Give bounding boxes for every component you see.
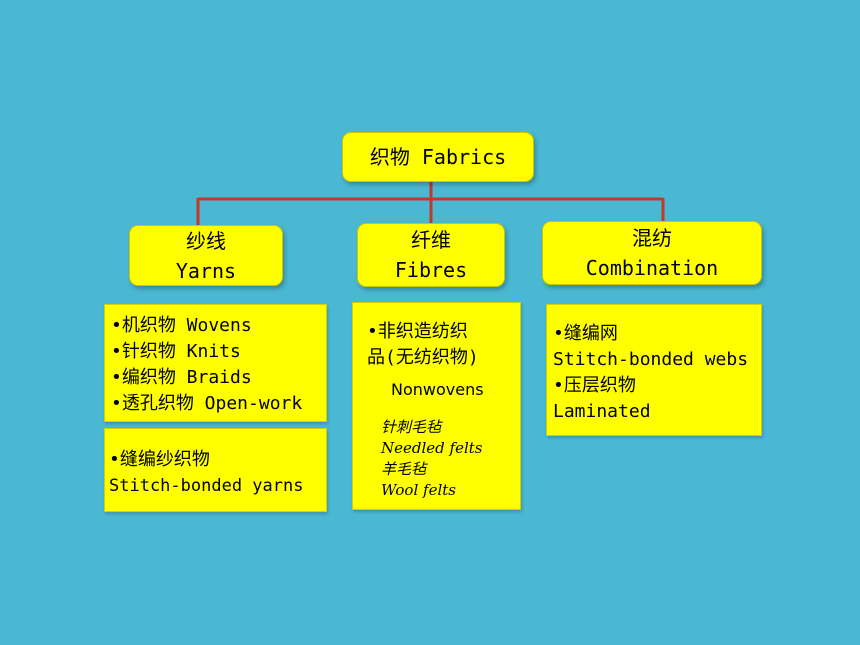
category-combination: 混纺 Combination xyxy=(542,221,762,285)
category-fibres-zh: 纤维 xyxy=(411,228,451,252)
yarns-stitch-subtitle: Stitch-bonded yarns xyxy=(109,476,304,496)
root-label: 织物 Fabrics xyxy=(369,145,507,169)
yarns-list-box: •机织物 Wovens •针织物 Knits •编织物 Braids •透孔织物… xyxy=(104,304,327,422)
combination-box: •缝编网 Stitch-bonded webs •压层织物 Laminated xyxy=(546,304,762,436)
fibres-nonwovens: Nonwovens xyxy=(391,380,484,399)
category-combination-en: Combination xyxy=(585,256,719,280)
fibres-item-needled-zh: 针刺毛毡 xyxy=(381,418,442,436)
yarns-stitch-box: •缝编纱织物 Stitch-bonded yarns xyxy=(104,428,327,512)
fibres-item-wool-en: Wool felts xyxy=(381,481,456,499)
fibres-box: •非织造纺织 品(无纺织物) Nonwovens 针刺毛毡 Needled fe… xyxy=(352,302,521,510)
category-combination-zh: 混纺 xyxy=(632,226,672,250)
root-node: 织物 Fabrics xyxy=(342,132,534,182)
fibres-title-line1: •非织造纺织 xyxy=(367,321,468,342)
yarns-item-braids: •编织物 Braids xyxy=(111,367,252,388)
category-fibres: 纤维 Fibres xyxy=(357,223,505,287)
category-yarns-zh: 纱线 xyxy=(186,228,226,253)
yarns-item-openwork: •透孔织物 Open-work xyxy=(111,393,303,414)
yarns-stitch-title: •缝编纱织物 xyxy=(109,449,210,470)
fibres-item-needled-en: Needled felts xyxy=(381,439,483,457)
category-yarns: 纱线 Yarns xyxy=(129,225,283,286)
yarns-item-knits: •针织物 Knits xyxy=(111,341,241,362)
category-fibres-en: Fibres xyxy=(394,258,468,282)
category-yarns-en: Yarns xyxy=(175,258,237,283)
fibres-item-wool-zh: 羊毛毡 xyxy=(381,460,427,478)
fibres-title-line2: 品(无纺织物) xyxy=(367,347,479,368)
combination-item-webs-en: Stitch-bonded webs xyxy=(553,349,749,370)
yarns-item-wovens: •机织物 Wovens xyxy=(111,315,252,336)
combination-item-laminated-en: Laminated xyxy=(553,401,651,422)
combination-item-webs-zh: •缝编网 xyxy=(553,323,618,344)
combination-item-laminated-zh: •压层织物 xyxy=(553,375,636,396)
